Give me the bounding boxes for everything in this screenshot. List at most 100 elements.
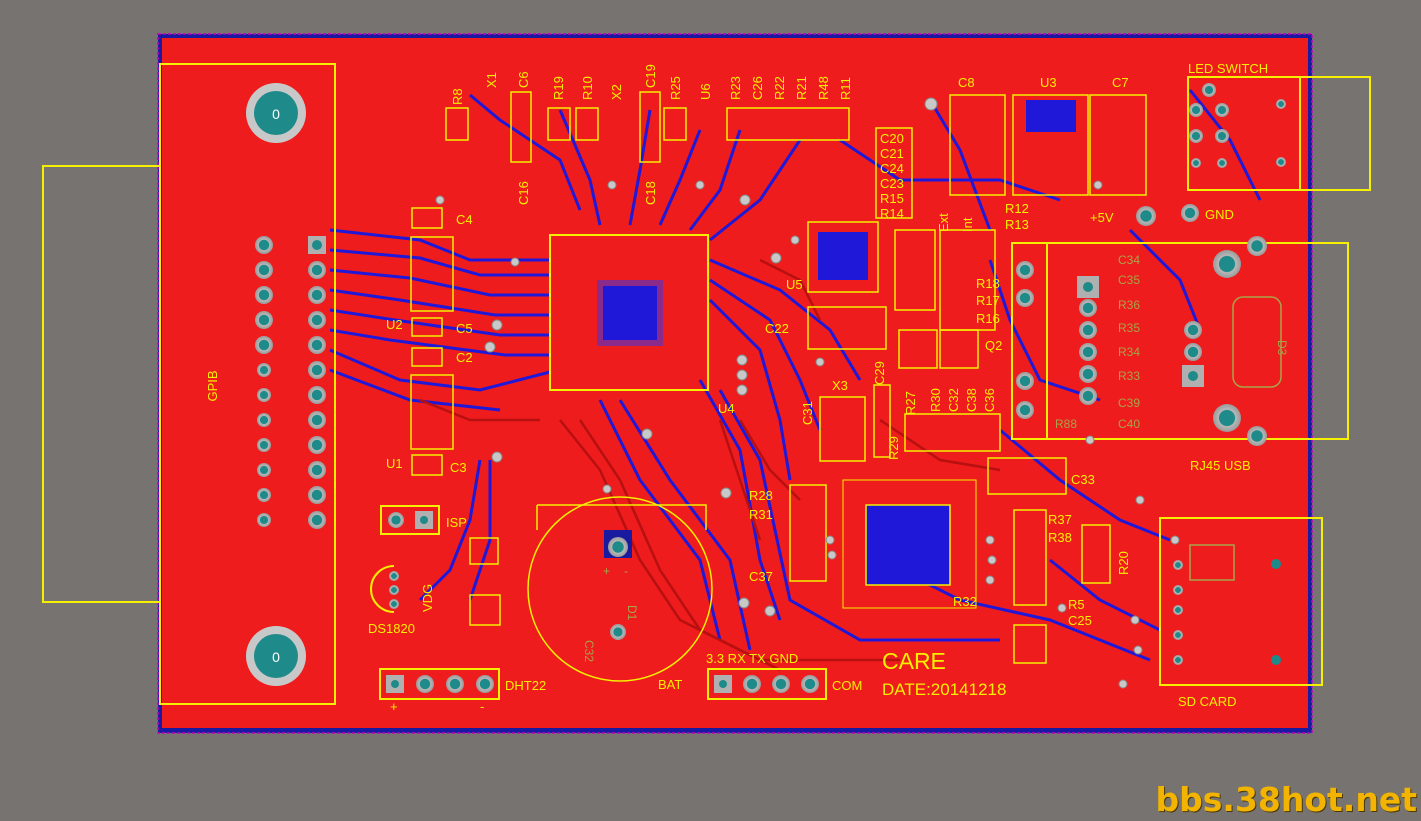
designator-r10: R10	[580, 76, 595, 100]
designator-r11: R11	[838, 77, 853, 100]
designator-r32: R5	[1068, 597, 1085, 612]
designator-c7: C7	[1112, 75, 1129, 90]
designator-r8: R8	[450, 88, 465, 105]
plus5v-test-point[interactable]: +5V	[1090, 206, 1156, 226]
designator-r34: R34	[1118, 345, 1140, 359]
designator-r33: R33	[1118, 369, 1140, 383]
designator-c35: C35	[1118, 273, 1140, 287]
designator-u4: U4	[718, 401, 735, 416]
com-header[interactable]: 3.3 RX TX GND COM	[706, 651, 862, 700]
designator-c31: C31	[800, 401, 815, 425]
branding: CARE DATE:20141218	[882, 648, 1006, 699]
top-row-components[interactable]: R8 X1 C6 C16 R19 R10 X2 C19 C18 R25 U6 R…	[445, 64, 853, 205]
brand-label: CARE	[882, 648, 946, 674]
ic-u9[interactable]: R32	[842, 479, 977, 609]
designator-c24: C24	[880, 161, 904, 176]
top-layer-traces	[419, 258, 1001, 672]
designator-r16: R16	[976, 311, 1000, 326]
designator-int: Int	[960, 217, 975, 232]
designator-r13: R13	[1005, 217, 1029, 232]
designator-u5: U5	[786, 277, 803, 292]
designator-c4: C4	[456, 212, 473, 227]
designator-r31: R31	[749, 507, 773, 522]
designator-led1: R20	[1116, 551, 1131, 575]
designator-r23: R23	[728, 76, 743, 100]
dht22-header[interactable]: DHT22 + -	[379, 668, 546, 714]
regulator-block[interactable]: C8 U3 C7	[949, 75, 1147, 196]
designator-c8: C8	[958, 75, 975, 90]
designator-u9: R32	[953, 594, 977, 609]
gnd-label: GND	[1205, 207, 1234, 222]
led-switch-connector[interactable]: LED SWITCH	[1187, 61, 1371, 191]
cap-stack[interactable]: C20 C21 C24 C23 R15 R14	[875, 127, 913, 221]
designator-r21: R21	[794, 76, 809, 100]
gpib-pin-row-1	[308, 236, 326, 529]
designator-r28: R28	[749, 488, 773, 503]
designator-d1: D1	[625, 605, 639, 621]
designator-r29: R29	[886, 436, 901, 460]
designator-r22: R22	[772, 76, 787, 100]
mounting-hole-label: 0	[272, 106, 280, 122]
mcu-u4[interactable]: U4	[549, 234, 735, 416]
designator-c2: C2	[456, 350, 473, 365]
designator-r15: R15	[880, 191, 904, 206]
designator-c36: C36	[982, 388, 997, 412]
ic-u5[interactable]: U5	[786, 221, 879, 293]
gpib-pin-row-2	[255, 236, 273, 527]
dht22-plus: +	[390, 699, 398, 714]
designator-c32: C32	[946, 388, 961, 412]
designator-c38: C38	[964, 388, 979, 412]
designator-r35: R35	[1118, 321, 1140, 335]
bat-minus: -	[624, 564, 628, 578]
mounting-hole-bottom[interactable]: 0	[246, 626, 306, 686]
mounting-hole-top[interactable]: 0	[246, 83, 306, 143]
designator-r18: R18	[976, 276, 1000, 291]
ds1820-label: DS1820	[368, 621, 415, 636]
designator-r48: R48	[816, 76, 831, 100]
designator-c22: C22	[765, 321, 789, 336]
vdg-label: VDG	[420, 584, 435, 612]
battery-holder[interactable]: BAT + - C32 D1	[527, 496, 713, 692]
designator-c37: C37	[749, 569, 773, 584]
dht22-minus: -	[480, 699, 484, 714]
designator-r19: R19	[551, 76, 566, 100]
designator-c23: C23	[880, 176, 904, 191]
gnd-test-point[interactable]: GND	[1181, 204, 1234, 222]
isp-label: ISP	[446, 515, 467, 530]
bat-plus: +	[603, 564, 610, 578]
rj45-usb-label: RJ45 USB	[1190, 458, 1251, 473]
designator-c16: C16	[516, 181, 531, 205]
com-label: COM	[832, 678, 862, 693]
designator-r36: R36	[1118, 298, 1140, 312]
misc-designators: Ext Int R12 R13 R18 R17 R16 Q2 C4 U2 C5 …	[386, 201, 1131, 628]
designator-c34: C34	[1118, 253, 1140, 267]
isp-header[interactable]: ISP	[380, 505, 467, 535]
plus5v-label: +5V	[1090, 210, 1114, 225]
designator-r27: R27	[903, 391, 918, 415]
designator-c19: C19	[643, 64, 658, 88]
mounting-hole-label: 0	[272, 649, 280, 665]
designator-c30: R37	[1048, 512, 1072, 527]
designator-d3: D3	[1275, 340, 1289, 356]
designator-x2: X2	[609, 84, 624, 100]
gpib-connector[interactable]: GPIB	[42, 63, 336, 705]
vias	[435, 97, 1180, 689]
designator-r25: R25	[668, 76, 683, 100]
sd-card-slot[interactable]: SD CARD	[1159, 517, 1323, 709]
designator-c26: C26	[750, 76, 765, 100]
designator-r30: R30	[928, 388, 943, 412]
com-pin-labels: 3.3 RX TX GND	[706, 651, 798, 666]
designator-u3: U3	[1040, 75, 1057, 90]
gpib-label: GPIB	[205, 370, 220, 401]
designator-c33: C33	[1071, 472, 1095, 487]
led-switch-label: LED SWITCH	[1188, 61, 1268, 76]
designator-ext: Ext	[936, 213, 951, 232]
designator-u6: U6	[698, 83, 713, 100]
dht22-label: DHT22	[505, 678, 546, 693]
rj45-usb-connector[interactable]: RJ45 USB D3 C34 C35 R36 R35 R34 R33 C39 …	[1011, 236, 1349, 473]
ds1820-sensor[interactable]: DS1820 VDG	[368, 565, 435, 636]
designator-c32-mir: C32	[582, 640, 596, 662]
sd-card-label: SD CARD	[1178, 694, 1237, 709]
designator-c6: C6	[516, 71, 531, 88]
